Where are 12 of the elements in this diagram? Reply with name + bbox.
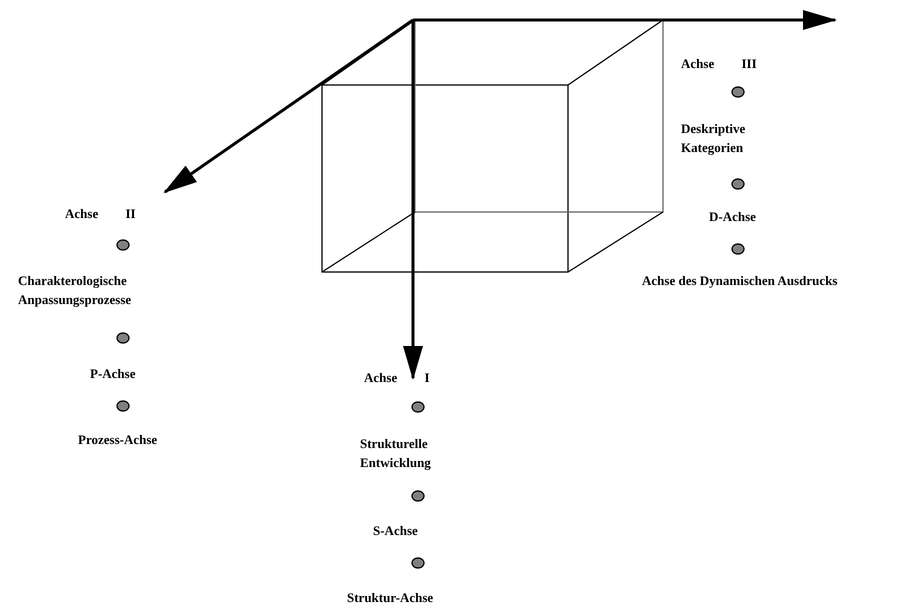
axis-caption: Achse des Dynamischen Ausdrucks xyxy=(642,272,838,290)
axis-label: Achse I xyxy=(364,369,430,387)
axis-caption: Prozess-Achse xyxy=(78,431,158,449)
axis-label: Achse II xyxy=(65,205,136,223)
axis-caption: Deskriptive Kategorien xyxy=(681,120,746,157)
axis-caption: Charakterologische Anpassungsprozesse xyxy=(18,272,132,309)
axis-label: Achse III xyxy=(681,55,757,73)
axis-caption: D-Achse xyxy=(709,208,756,226)
axis-caption: Strukturelle Entwicklung xyxy=(360,435,432,472)
axis-caption: Struktur-Achse xyxy=(347,589,434,604)
axis-caption: P-Achse xyxy=(90,365,136,383)
axis-caption: S-Achse xyxy=(373,522,418,540)
